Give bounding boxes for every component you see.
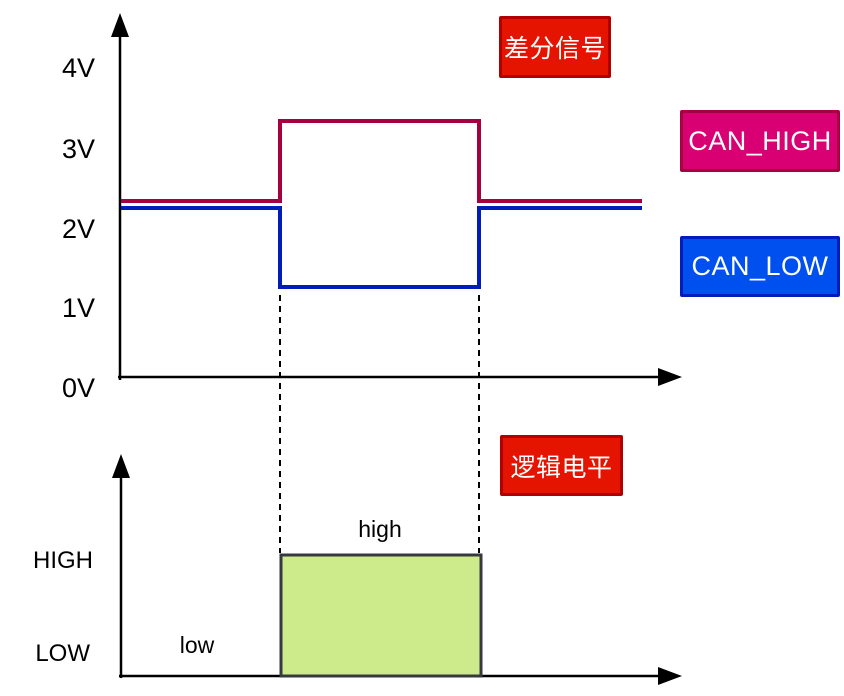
tick-3v: 3V [62, 134, 95, 164]
tick-2v: 2V [62, 214, 95, 244]
can-low-legend-badge: CAN_LOW [680, 236, 840, 297]
voltage-chart: 4V 3V 2V 1V 0V [62, 13, 682, 403]
tick-0v: 0V [62, 373, 95, 403]
can-high-waveform [121, 119, 642, 203]
differential-signal-badge: 差分信号 [499, 16, 611, 78]
tick-1v: 1V [62, 293, 95, 323]
can-low-waveform [121, 206, 642, 289]
logic-level-badge: 逻辑电平 [500, 435, 623, 496]
can-high-legend-badge: CAN_HIGH [680, 110, 840, 172]
logic-high-pulse [279, 553, 483, 678]
logic-x-axis-arrow-icon [658, 667, 682, 685]
tick-4v: 4V [62, 53, 95, 83]
tick-high: HIGH [33, 547, 93, 574]
voltage-x-axis-arrow-icon [658, 368, 682, 386]
segment-label-low: low [180, 632, 215, 658]
logic-y-axis-arrow-icon [112, 454, 130, 478]
logic-chart: HIGH LOW low high [33, 454, 682, 685]
segment-label-high: high [358, 516, 401, 542]
voltage-y-axis-arrow-icon [111, 13, 129, 37]
tick-low: LOW [35, 640, 90, 667]
